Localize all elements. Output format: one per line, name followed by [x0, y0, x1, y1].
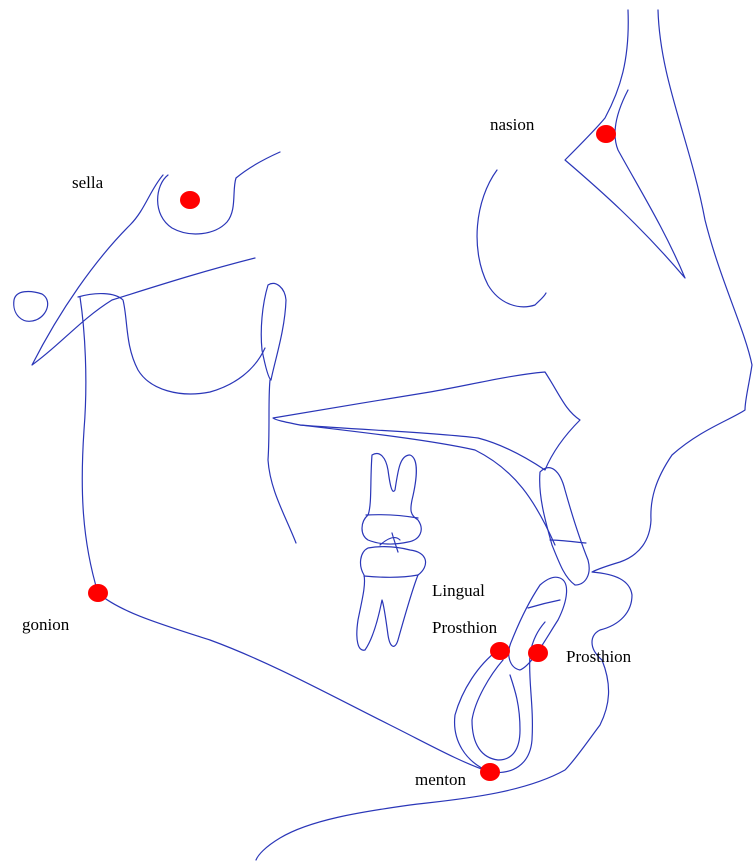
prosthion-label: Prosthion	[566, 647, 631, 667]
lingual-prosthion-point	[490, 642, 510, 660]
sella-point	[180, 191, 200, 209]
lingual-label: Lingual	[432, 581, 485, 601]
gonion-label: gonion	[22, 615, 69, 635]
nasion-point	[596, 125, 616, 143]
nasion-label: nasion	[490, 115, 534, 135]
lingual-prosthion-label: Prosthion	[432, 618, 497, 638]
menton-label: menton	[415, 770, 466, 790]
prosthion-point	[528, 644, 548, 662]
gonion-point	[88, 584, 108, 602]
sella-label: sella	[72, 173, 103, 193]
menton-point	[480, 763, 500, 781]
